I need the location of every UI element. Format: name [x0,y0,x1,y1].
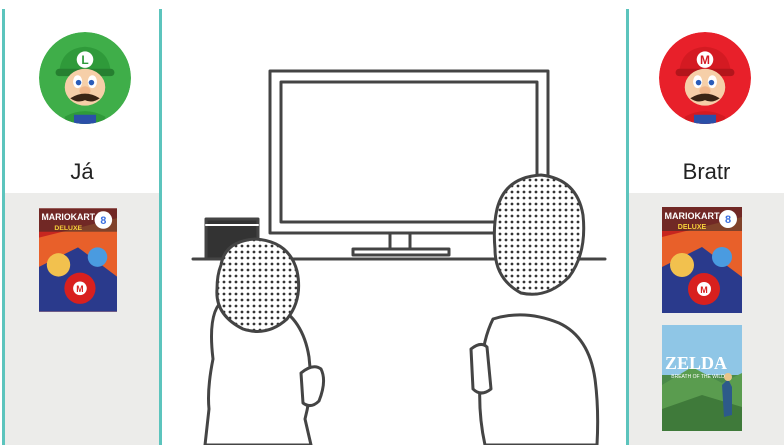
mk-number: 8 [725,214,731,226]
mk-title: MARIOKART [41,212,95,222]
tv-and-players-illustration [185,9,615,445]
cap-emblem: L [81,53,88,67]
mario-avatar-icon: M [659,32,751,124]
game-card-mario-kart-left[interactable]: M MARIOKART DELUXE 8 [39,207,117,313]
mk-subtitle: DELUXE [54,225,82,232]
player-profile-left[interactable]: L Já [5,9,159,193]
player-panel-left: L Já M [2,9,162,445]
luigi-avatar-icon: L [39,32,131,124]
mario-kart-cover-icon: M MARIOKART DELUXE 8 [39,207,117,313]
living-room-illustration [185,9,615,445]
game-card-mario-kart-right[interactable]: M MARIOKART DELUXE 8 [662,207,742,313]
cap-emblem: M [700,53,710,67]
mario-avatar[interactable]: M [659,32,751,124]
svg-text:M: M [700,285,708,295]
mk-number: 8 [100,215,106,227]
player-panel-right: M Bratr M MARIOKART [626,9,784,445]
player-profile-right[interactable]: M Bratr [629,9,784,193]
player-name-left: Já [5,159,159,185]
luigi-avatar[interactable]: L [39,32,131,124]
zelda-title: ZELDA [665,353,727,373]
zelda-cover-icon: ZELDA BREATH OF THE WILD [662,325,742,431]
svg-text:M: M [76,284,83,294]
game-card-zelda[interactable]: ZELDA BREATH OF THE WILD [662,325,742,431]
player-name-right: Bratr [629,159,784,185]
mk-title: MARIOKART [665,211,720,221]
mario-kart-cover-icon: M MARIOKART DELUXE 8 [662,207,742,313]
mk-subtitle: DELUXE [678,224,707,231]
zelda-subtitle: BREATH OF THE WILD [671,374,725,380]
